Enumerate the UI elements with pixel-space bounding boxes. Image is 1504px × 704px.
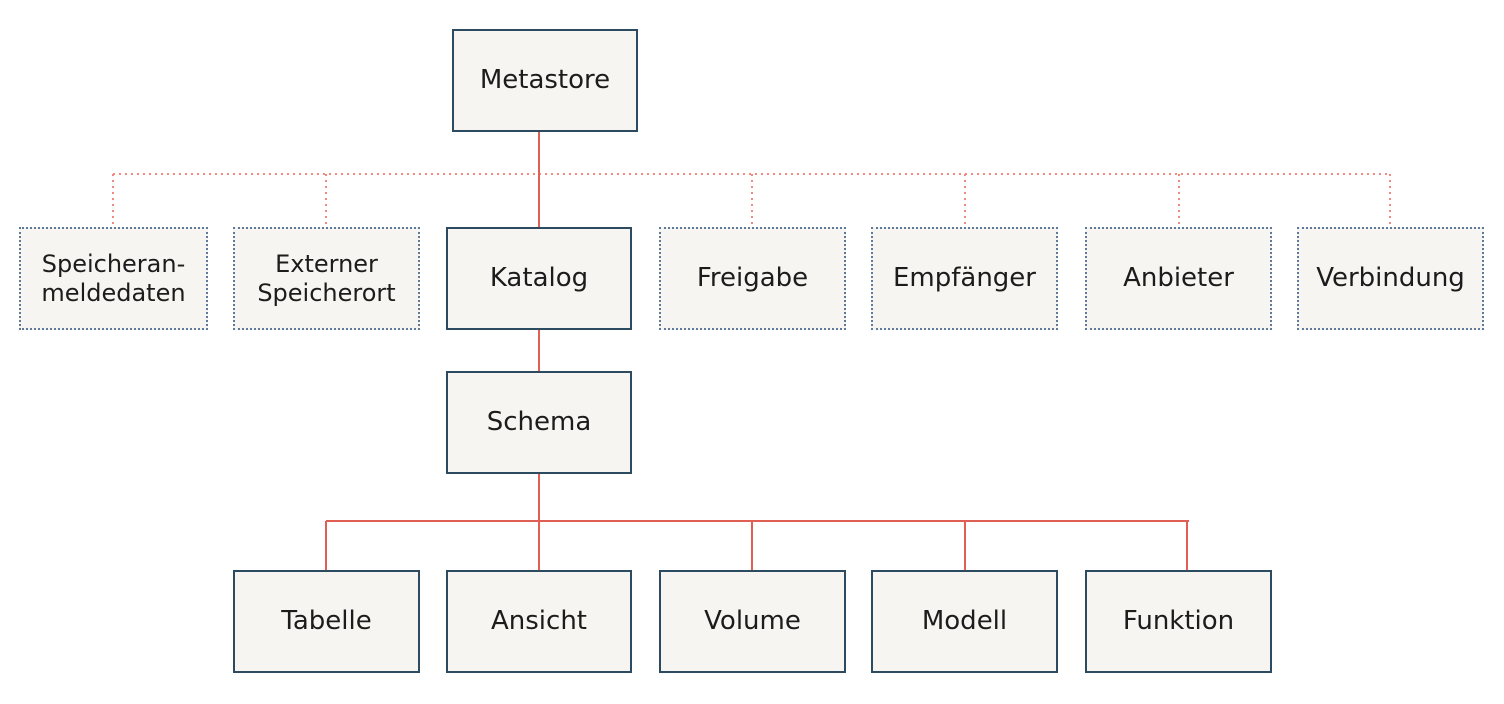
storage-credential-label-line2: meldedaten [41,278,186,307]
table-label: Tabelle [281,605,372,636]
volume-node: Volume [659,570,846,673]
model-label: Modell [921,605,1008,636]
schema-label: Schema [486,406,592,437]
share-node: Freigabe [659,227,846,330]
provider-label: Anbieter [1123,262,1234,293]
metastore-label: Metastore [479,64,611,95]
dotted-connectors [112,173,1391,226]
storage-credential-label-line1: Speicheran- [41,249,186,278]
recipient-node: Empfänger [871,227,1058,330]
provider-node: Anbieter [1085,227,1272,330]
view-label: Ansicht [490,605,587,636]
external-location-label-line1: Externer [275,249,378,278]
view-node: Ansicht [446,570,632,673]
volume-label: Volume [704,605,801,636]
function-label: Funktion [1122,605,1235,636]
storage-credential-node: Speicheran- meldedaten [19,227,208,330]
table-node: Tabelle [233,570,420,673]
share-label: Freigabe [696,262,809,293]
function-node: Funktion [1085,570,1272,673]
external-location-node: Externer Speicherort [233,227,420,330]
connection-node: Verbindung [1297,227,1484,330]
model-node: Modell [871,570,1058,673]
external-location-label-line2: Speicherort [257,278,396,307]
metastore-node: Metastore [452,29,638,132]
recipient-label: Empfänger [892,262,1036,293]
schema-node: Schema [446,371,632,474]
solid-connectors [325,131,1189,571]
catalog-node: Katalog [446,227,632,330]
connection-label: Verbindung [1316,262,1465,293]
catalog-label: Katalog [489,262,589,293]
